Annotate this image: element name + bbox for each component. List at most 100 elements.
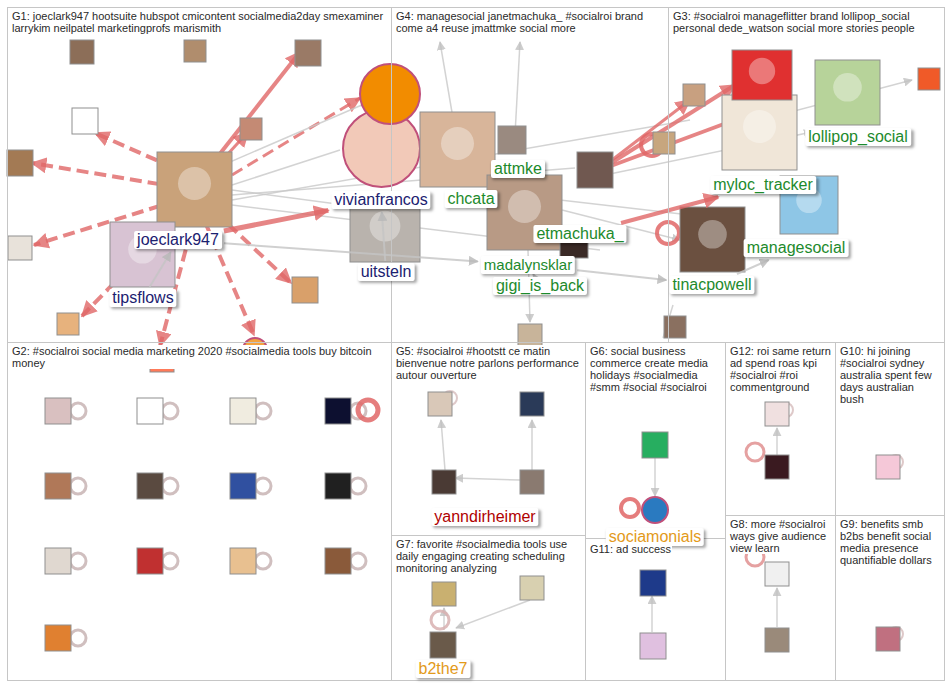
group-heading: G4: managesocial janetmachuka_ #socialro… — [395, 10, 665, 34]
avatar-frame — [520, 470, 544, 494]
group-heading: G6: social business commerce create medi… — [589, 345, 722, 393]
avatar-image — [420, 112, 495, 187]
avatar-image — [292, 277, 318, 303]
avatar-frame — [45, 625, 71, 651]
avatar-image — [918, 68, 940, 90]
avatar-frame — [765, 402, 789, 426]
avatar-frame — [498, 126, 526, 154]
group-heading: G11: ad success — [589, 543, 672, 555]
tie-line — [455, 478, 520, 480]
group-heading: G9: benefits smb b2bs benefit social med… — [839, 518, 941, 566]
tie-line — [776, 588, 778, 627]
avatar-frame — [240, 118, 262, 140]
avatar-image — [8, 236, 32, 260]
account-name: myloc_tracker — [713, 176, 813, 193]
account-label: tipsflows — [109, 289, 176, 307]
avatar-frame — [295, 40, 321, 66]
account-name: vivianfrancos — [334, 191, 427, 208]
avatar-frame — [72, 108, 98, 134]
self-loop — [255, 553, 271, 569]
tie-line — [776, 428, 778, 456]
avatar-face — [749, 58, 775, 84]
avatar-frame — [325, 548, 351, 574]
account-name: yanndirheimer — [434, 508, 535, 525]
group-heading: G10: hi joining #socialroi sydney austra… — [839, 345, 941, 405]
group-box: G6: social business commerce create medi… — [585, 342, 726, 539]
avatar-image — [765, 562, 789, 586]
avatar-face — [743, 110, 776, 143]
avatar-frame — [876, 455, 900, 479]
avatar-frame — [360, 64, 420, 124]
account-name: etmachuka_ — [536, 225, 623, 242]
self-loop — [621, 499, 639, 517]
avatar-frame — [722, 95, 797, 170]
avatar-frame — [577, 152, 613, 188]
avatar-frame — [765, 455, 789, 479]
avatar-frame — [732, 50, 792, 100]
avatar-image — [325, 548, 351, 574]
self-loop — [70, 403, 86, 419]
avatar-frame — [765, 628, 789, 652]
group-box: G10: hi joining #socialroi sydney austra… — [835, 342, 945, 516]
avatar-frame — [520, 576, 544, 600]
avatar-image — [240, 118, 262, 140]
avatar-image — [230, 548, 256, 574]
account-label: yanndirheimer — [431, 508, 538, 526]
avatar-frame — [420, 112, 495, 187]
avatar-frame — [45, 398, 71, 424]
follow-edge — [382, 212, 385, 261]
avatar-face — [508, 190, 541, 223]
avatar-frame — [520, 392, 544, 416]
avatar-image — [157, 152, 232, 227]
avatar-image — [137, 548, 163, 574]
avatar-frame — [45, 548, 71, 574]
avatar-image — [680, 207, 745, 272]
avatar-frame — [45, 473, 71, 499]
avatar-image — [360, 64, 420, 124]
avatar-image — [45, 625, 71, 651]
self-loop — [162, 403, 178, 419]
account-name: chcata — [447, 190, 494, 207]
avatar-face — [833, 73, 862, 102]
avatar-image — [876, 627, 900, 651]
self-loop — [255, 403, 271, 419]
avatar-face — [441, 127, 474, 160]
follow-edge — [224, 210, 328, 231]
tie-line — [441, 420, 445, 470]
account-label: joeclark947 — [134, 231, 222, 249]
self-loop — [162, 553, 178, 569]
avatar-frame — [680, 207, 745, 272]
avatar-image — [520, 576, 544, 600]
avatar-image — [57, 313, 79, 335]
avatar-image — [7, 150, 33, 176]
follow-edge — [533, 274, 534, 276]
avatar-frame — [765, 562, 789, 586]
group-box: G2: #socialroi social media marketing 20… — [7, 342, 392, 681]
tie-line — [651, 596, 653, 632]
avatar-frame — [57, 313, 79, 335]
avatar-image — [295, 40, 321, 66]
avatar-image — [722, 95, 797, 170]
avatar-image — [520, 470, 544, 494]
group-box: G8: more #socialroi ways give audience v… — [725, 515, 836, 681]
avatar-frame — [325, 473, 351, 499]
account-label: gigi_is_back — [493, 277, 587, 295]
tie-line — [232, 98, 360, 175]
self-loop — [350, 478, 366, 494]
avatar-frame — [918, 68, 940, 90]
avatar-image — [642, 497, 668, 523]
group-heading: G12: roi same return ad spend roas kpi #… — [729, 345, 832, 393]
avatar-frame — [7, 150, 33, 176]
tie-line — [456, 600, 530, 628]
avatar-face — [178, 167, 211, 200]
avatar-frame — [292, 277, 318, 303]
account-name: b2the7 — [419, 660, 468, 677]
avatar-image — [653, 132, 675, 154]
avatar-frame — [430, 632, 456, 658]
avatar-frame — [230, 473, 256, 499]
avatar-image — [765, 402, 789, 426]
avatar-image — [683, 84, 705, 106]
group-box: G12: roi same return ad spend roas kpi #… — [725, 342, 836, 516]
